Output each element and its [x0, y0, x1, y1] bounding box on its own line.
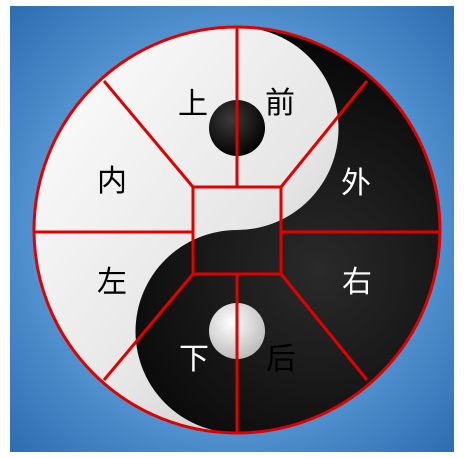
label-inner: 内: [97, 164, 127, 199]
label-outer: 外: [341, 166, 371, 201]
label-front: 前: [265, 86, 295, 121]
label-right: 右: [342, 265, 372, 300]
label-back: 后: [266, 342, 296, 377]
label-left: 左: [97, 265, 127, 300]
label-up: 上: [178, 87, 208, 122]
label-down: 下: [179, 342, 209, 377]
